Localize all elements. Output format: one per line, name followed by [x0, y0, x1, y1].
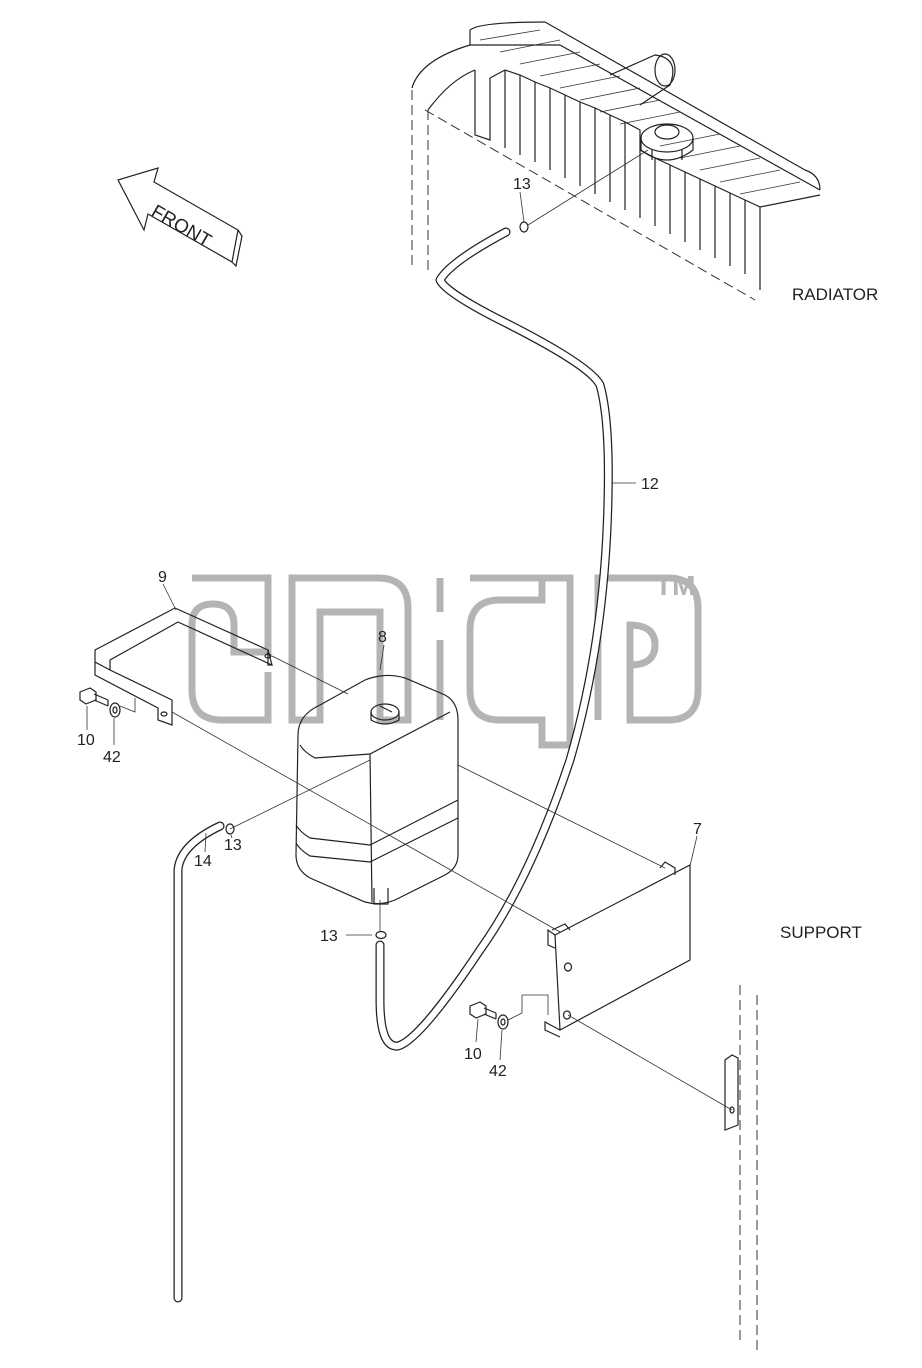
radiator-assembly: RADIATOR — [411, 21, 878, 304]
support-label: SUPPORT — [780, 923, 862, 942]
callout-10-left: 10 — [77, 732, 95, 749]
washer-42-right — [497, 1014, 509, 1030]
callout-7: 7 — [693, 821, 702, 838]
callout-9: 9 — [158, 569, 167, 586]
front-label: FRONT — [148, 201, 216, 252]
callout-42-right: 42 — [489, 1063, 507, 1080]
support-plate-7 — [544, 861, 691, 1038]
tank-cap — [370, 703, 400, 725]
callout-10-right: 10 — [464, 1046, 482, 1063]
watermark-logo: TM — [188, 570, 702, 749]
bolt-10-left — [79, 687, 109, 707]
callout-14: 14 — [194, 853, 212, 870]
callout-8: 8 — [378, 629, 387, 646]
hose-clamp-13-bottom — [375, 930, 387, 940]
washer-42-left — [109, 702, 121, 718]
bolt-10-right — [469, 1001, 497, 1020]
callout-13-bottom: 13 — [320, 928, 338, 945]
callout-13-top: 13 — [513, 176, 531, 193]
callout-leaders — [86, 191, 698, 1061]
bracket-9 — [94, 607, 273, 726]
callout-12: 12 — [641, 476, 659, 493]
trademark-mark: TM — [655, 570, 695, 601]
radiator-cap — [640, 123, 694, 161]
radiator-filler-neck — [609, 53, 676, 106]
drain-hose-14 — [173, 821, 225, 1303]
radiator-fins — [474, 21, 821, 290]
hose-clamp-13-left — [225, 823, 235, 835]
callout-13-left: 13 — [224, 837, 242, 854]
radiator-label: RADIATOR — [792, 285, 878, 304]
hose-clamp-13-top — [519, 221, 529, 233]
frame-support: SUPPORT — [724, 923, 862, 1350]
overflow-hose-12 — [375, 227, 613, 1051]
front-direction-arrow: FRONT — [117, 167, 243, 268]
callout-42-left: 42 — [103, 749, 121, 766]
reservoir-tank-8 — [295, 674, 459, 905]
assembly-guide-lines — [119, 655, 733, 1111]
